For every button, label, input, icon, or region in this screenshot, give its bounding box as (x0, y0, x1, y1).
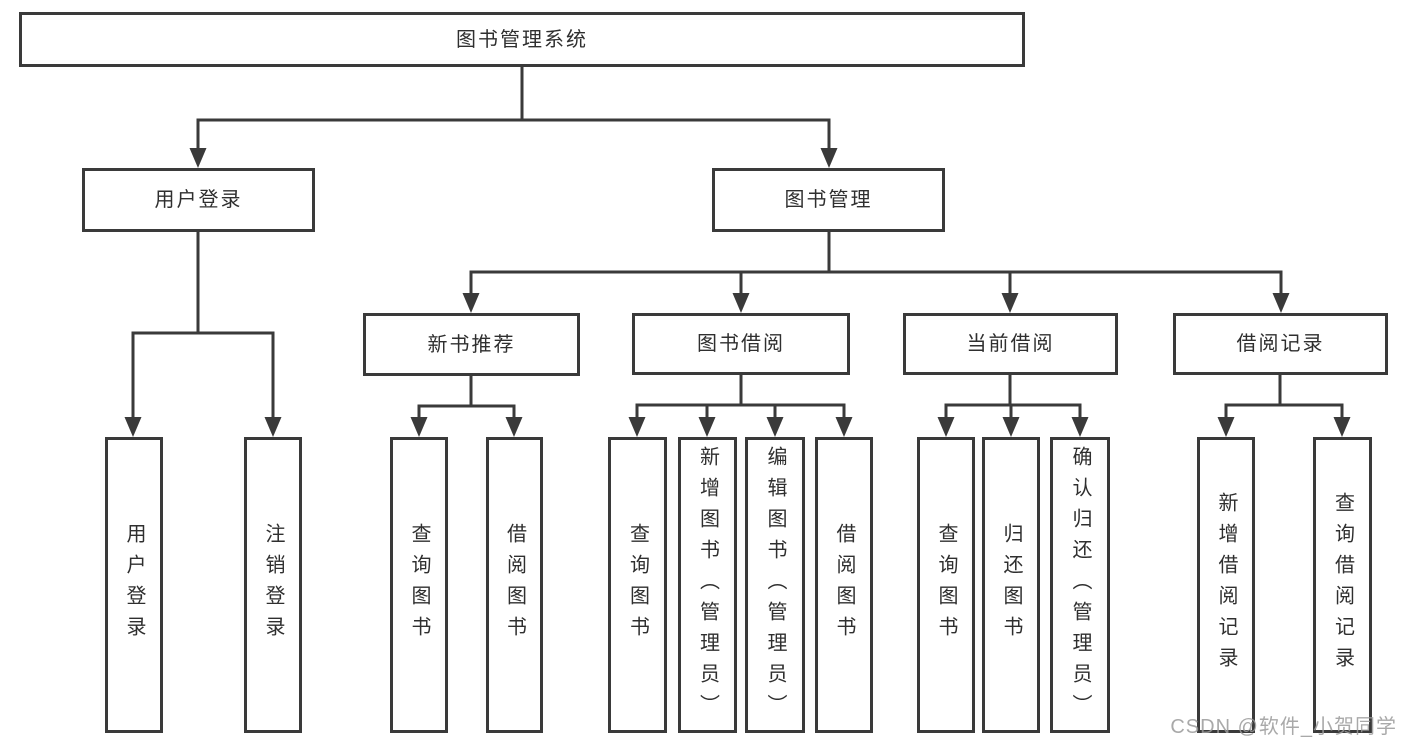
node-borrow-records: 借阅记录 (1173, 313, 1388, 375)
edge-borrow-records-children (1217, 375, 1351, 437)
leaf-add-borrow-record: 新增借阅记录 (1197, 437, 1255, 733)
node-user-login: 用户登录 (82, 168, 315, 232)
leaf-confirm-return-admin: 确认归还（管理员） (1050, 437, 1110, 733)
leaf-borrow-books: 借阅图书 (815, 437, 873, 733)
leaf-current-query-books: 查询图书 (917, 437, 975, 733)
leaf-rec-borrow-books: 借阅图书 (486, 437, 543, 733)
node-current-borrow: 当前借阅 (903, 313, 1118, 375)
leaf-query-borrow-record: 查询借阅记录 (1313, 437, 1372, 733)
edge-current-borrow-children (937, 375, 1089, 437)
leaf-logout: 注销登录 (244, 437, 302, 733)
node-root: 图书管理系统 (19, 12, 1025, 67)
leaf-return-books: 归还图书 (982, 437, 1040, 733)
leaf-rec-query-books: 查询图书 (390, 437, 448, 733)
edge-user-login-children (124, 232, 282, 437)
leaf-add-books-admin: 新增图书（管理员） (678, 437, 737, 733)
leaf-user-login: 用户登录 (105, 437, 163, 733)
node-new-book-rec: 新书推荐 (363, 313, 580, 376)
leaf-borrow-query-books: 查询图书 (608, 437, 667, 733)
node-book-mgmt: 图书管理 (712, 168, 945, 232)
edge-book-borrow-children (628, 375, 853, 437)
watermark: CSDN @软件_小贺同学 (1170, 716, 1397, 738)
edge-book-mgmt-to-level3 (462, 232, 1290, 313)
edge-new-book-rec-children (410, 376, 523, 437)
node-book-borrow: 图书借阅 (632, 313, 850, 375)
leaf-edit-books-admin: 编辑图书（管理员） (745, 437, 805, 733)
edge-root-to-level2 (189, 67, 838, 168)
